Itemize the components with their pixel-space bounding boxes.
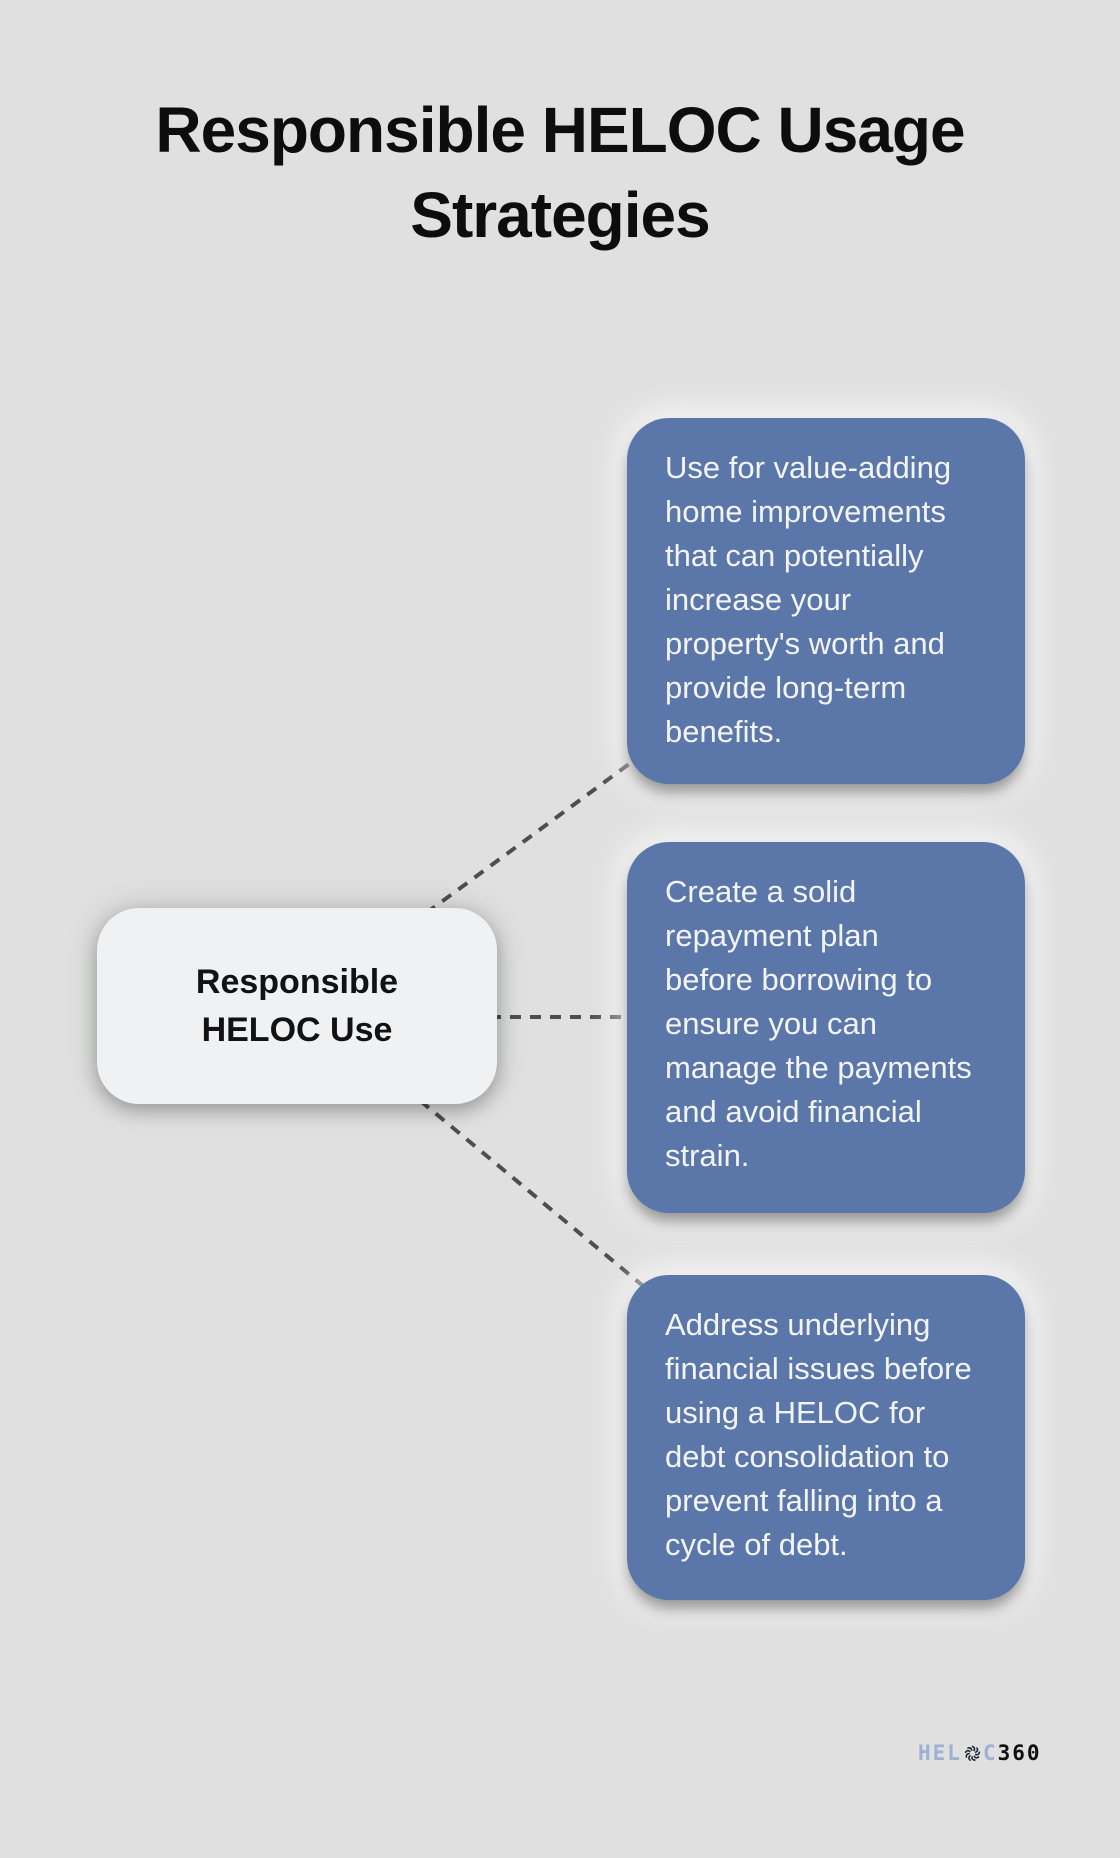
logo-text-hel: HEL (918, 1741, 962, 1765)
strategy-card-home-improvements: Use for value-adding home improvements t… (627, 418, 1025, 784)
heloc360-logo: HEL C 360 (918, 1740, 1042, 1766)
connector-line-top (408, 743, 657, 927)
strategy-card-repayment-plan: Create a solid repayment plan before bor… (627, 842, 1025, 1213)
logo-text-360: 360 (997, 1741, 1042, 1765)
central-topic-node: Responsible HELOC Use (97, 908, 497, 1104)
strategy-card-text: Address underlying financial issues befo… (665, 1307, 972, 1562)
central-topic-label: Responsible HELOC Use (195, 963, 399, 1049)
connector-line-bottom (403, 1086, 662, 1302)
strategy-card-text: Create a solid repayment plan before bor… (665, 874, 972, 1173)
swirl-o-icon (964, 1745, 981, 1761)
page-title: Responsible HELOC Usage Strategies (155, 94, 965, 252)
strategy-card-text: Use for value-adding home improvements t… (665, 450, 952, 749)
logo-text-c: C (982, 1741, 998, 1765)
strategy-card-debt-consolidation: Address underlying financial issues befo… (627, 1275, 1025, 1600)
